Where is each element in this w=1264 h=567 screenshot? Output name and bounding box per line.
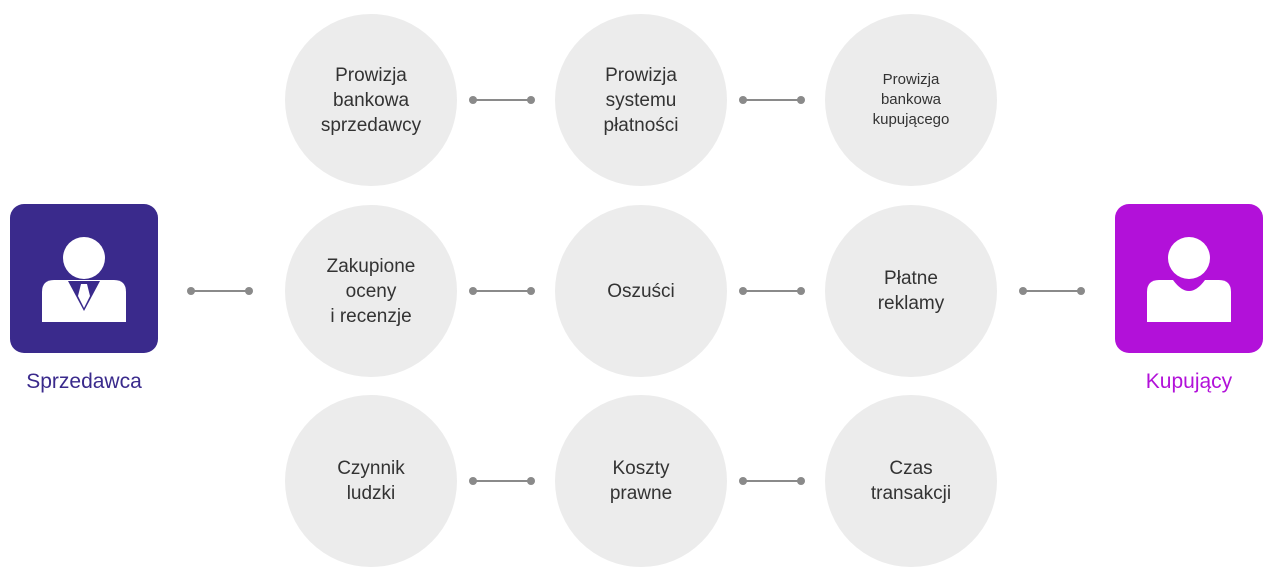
user-icon: [1147, 237, 1231, 322]
connector: [187, 286, 253, 296]
connector: [469, 286, 535, 296]
buyer-icon-box: [1115, 204, 1263, 353]
factor-label: Czynnik ludzki: [337, 458, 405, 504]
factor-label: Zakupione oceny i recenzje: [326, 255, 416, 327]
factor-label: Oszuści: [607, 280, 675, 302]
factor-seller-bank-fee: Prowizja bankowa sprzedawcy: [285, 14, 457, 186]
businessman-icon: [42, 237, 126, 322]
factor-bought-ratings: Zakupione oceny i recenzje: [285, 205, 457, 377]
factor-transaction-time: Czas transakcji: [825, 395, 997, 567]
factor-paid-ads: Płatne reklamy: [825, 205, 997, 377]
seller-label: Sprzedawca: [26, 370, 142, 393]
buyer-label: Kupujący: [1145, 370, 1233, 393]
connector: [739, 286, 805, 296]
factor-label: Koszty prawne: [609, 458, 673, 504]
seller-icon-box: [10, 204, 158, 353]
factor-label: Prowizja bankowa kupującego: [872, 71, 950, 128]
factor-label: Czas transakcji: [870, 458, 952, 504]
factor-legal-costs: Koszty prawne: [555, 395, 727, 567]
factor-fraudsters: Oszuści: [555, 205, 727, 377]
factor-label: Prowizja systemu płatności: [603, 64, 679, 136]
factor-label: Płatne reklamy: [877, 268, 945, 314]
connector: [739, 476, 805, 486]
factor-label: Prowizja bankowa sprzedawcy: [320, 64, 422, 136]
connector: [739, 95, 805, 105]
factor-payment-system-fee: Prowizja systemu płatności: [555, 14, 727, 186]
connector: [469, 476, 535, 486]
connector: [1019, 286, 1085, 296]
factor-buyer-bank-fee: Prowizja bankowa kupującego: [825, 14, 997, 186]
factor-human-factor: Czynnik ludzki: [285, 395, 457, 567]
connector: [469, 95, 535, 105]
